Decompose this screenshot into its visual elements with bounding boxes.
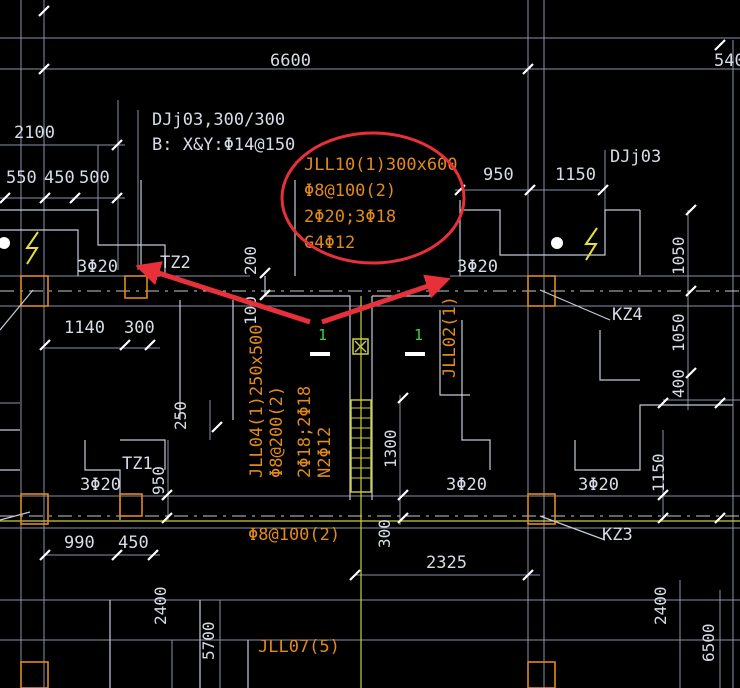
grid-lines-horizontal — [0, 37, 740, 641]
highlight-ellipse — [280, 131, 466, 265]
dim-5700: 5700 — [199, 621, 218, 660]
column-kz3 — [527, 493, 556, 525]
beam-centerline — [0, 296, 740, 688]
section-number-right: 1 — [414, 326, 423, 344]
column-left-lower — [20, 661, 49, 688]
leader-lines — [0, 180, 611, 541]
arrow-right — [321, 274, 451, 325]
beam-jll04-line-3: 2Φ18;2Φ18 — [295, 386, 315, 478]
foundation-label-left-1: DJj03,300/300 — [152, 110, 285, 130]
beam-jll04-line-1: JLL04(1)250x500 — [247, 324, 267, 478]
dim-300-bottom: 300 — [375, 519, 394, 548]
dot-icon — [0, 237, 10, 249]
dim-550: 550 — [6, 168, 37, 188]
arrow-left — [135, 261, 311, 325]
stirrup-bottom-label: Φ8@100(2) — [248, 525, 340, 545]
dim-200: 200 — [241, 246, 260, 275]
beam-jll10-line-3: 2Φ20;3Φ18 — [304, 207, 396, 227]
dim-1300: 1300 — [381, 429, 400, 468]
dim-2400-left: 2400 — [151, 586, 170, 625]
lightning-icon — [25, 231, 39, 265]
dim-1050-a: 1050 — [669, 236, 688, 275]
kz3-label: KZ3 — [602, 525, 633, 545]
column-tz1 — [119, 493, 143, 517]
beam-jll07-label[interactable]: JLL07(5) — [258, 637, 340, 657]
column-tz2 — [124, 275, 148, 299]
dim-500: 500 — [79, 168, 110, 188]
dim-990: 990 — [64, 533, 95, 553]
column-kz4 — [527, 275, 556, 307]
lightning-icon — [584, 227, 598, 261]
dim-950-top: 950 — [483, 165, 514, 185]
dot-icon — [551, 237, 563, 249]
foundation-label-right: DJj03 — [610, 147, 661, 167]
dim-1140: 1140 — [64, 318, 105, 338]
beam-jll02-label[interactable]: JLL02(1) — [440, 296, 460, 378]
beam-jll04-line-4: N2Φ12 — [315, 427, 335, 478]
dim-1150-right: 1150 — [649, 453, 668, 492]
dim-400: 400 — [669, 369, 688, 398]
beam-jll10-line-1: JLL10(1)300x600 — [304, 155, 458, 175]
column-left-bottom — [20, 493, 49, 525]
dim-top-span: 6600 — [270, 51, 311, 71]
beam-jll10-line-2: Φ8@100(2) — [304, 181, 396, 201]
rebar-label-br: 3Φ20 — [578, 475, 619, 495]
dim-300: 300 — [124, 318, 155, 338]
kz4-label: KZ4 — [612, 305, 643, 325]
dim-2400-right: 2400 — [651, 586, 670, 625]
beam-jll10-annotation[interactable]: JLL10(1)300x600 Φ8@100(2) 2Φ20;3Φ18 G4Φ1… — [304, 155, 458, 253]
column-left-top — [20, 275, 49, 307]
dimension-ticks — [0, 5, 726, 581]
section-mark-left — [310, 352, 330, 356]
dim-450-bottom: 450 — [118, 533, 149, 553]
dim-950-mid: 950 — [149, 466, 168, 495]
dim-6500: 6500 — [699, 623, 718, 662]
tz2-label: TZ2 — [160, 253, 191, 273]
rebar-label-bm: 3Φ20 — [446, 475, 487, 495]
columns — [20, 275, 556, 688]
cross-box-icon — [352, 338, 369, 355]
dim-top-right-partial: 540 — [714, 51, 740, 71]
dim-1050-b: 1050 — [669, 313, 688, 352]
foundation-label-left-2: B: X&Y:Φ14@150 — [152, 135, 295, 155]
dim-2100: 2100 — [14, 123, 55, 143]
column-right-lower — [527, 661, 556, 688]
stirrup-zone — [350, 399, 372, 493]
section-number-left: 1 — [318, 326, 327, 344]
beam-jll04-annotation[interactable]: JLL04(1)250x500 Φ8@200(2) 2Φ18;2Φ18 N2Φ1… — [247, 324, 335, 478]
dimension-lines — [0, 68, 740, 688]
tz1-label: TZ1 — [122, 454, 153, 474]
rebar-label-tl: 3Φ20 — [77, 257, 118, 277]
dim-2325: 2325 — [426, 553, 467, 573]
rebar-label-tr: 3Φ20 — [457, 257, 498, 277]
dim-1150-top: 1150 — [555, 165, 596, 185]
dim-250: 250 — [171, 401, 190, 430]
beam-jll10-line-4: G4Φ12 — [304, 233, 355, 253]
beam-jll04-line-2: Φ8@200(2) — [267, 386, 287, 478]
red-annotation — [135, 131, 466, 325]
rebar-label-bl: 3Φ20 — [80, 475, 121, 495]
section-mark-right — [405, 352, 425, 356]
stirrup-ticks — [351, 407, 371, 479]
dim-450: 450 — [44, 168, 75, 188]
